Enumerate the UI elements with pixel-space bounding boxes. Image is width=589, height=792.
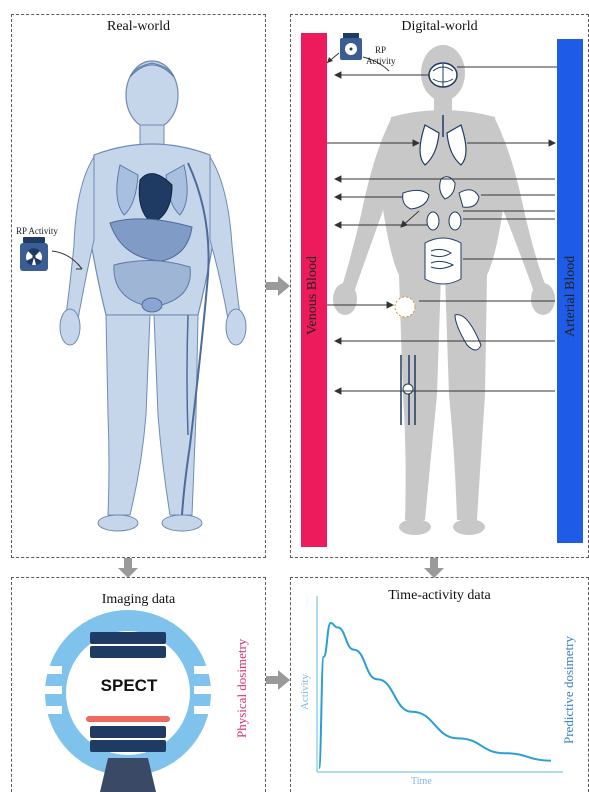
kidney-left-icon	[427, 212, 439, 230]
kidney-right-icon	[449, 212, 461, 230]
digital-body-model	[291, 15, 589, 557]
arrow-right-top	[266, 276, 290, 296]
rp-activity-label-real: RP Activity	[16, 226, 58, 236]
time-activity-chart	[291, 578, 589, 792]
physical-dosimetry-label: Physical dosimetry	[234, 639, 250, 738]
arrow-right-bottom	[266, 670, 290, 690]
digital-world-panel: Digital-world	[290, 14, 589, 558]
detector-head-bottom	[90, 726, 166, 738]
detector-head-top	[90, 632, 166, 644]
arterial-blood-label: Arterial Blood	[563, 256, 579, 337]
real-world-panel: Real-world RP Activity	[11, 14, 266, 558]
arrow-down-left	[118, 558, 138, 578]
arrow-down-right	[424, 558, 444, 578]
anatomical-body-illustration	[12, 15, 265, 557]
predictive-dosimetry-label: Predictive dosimetry	[561, 636, 577, 744]
time-activity-panel: Time-activity data Activity Time Predict…	[290, 577, 589, 792]
body-silhouette	[333, 45, 555, 535]
imaging-data-panel: Imaging data SPECT Physical dosimetry	[11, 577, 266, 792]
tumor-icon	[395, 297, 415, 317]
spect-label: SPECT	[94, 676, 164, 696]
rp-activity-label-digital-1: RP	[375, 45, 386, 55]
intestine-icon	[425, 238, 461, 284]
y-axis-label: Activity	[299, 674, 311, 710]
scanner-stand	[100, 758, 156, 792]
patient-bed	[86, 716, 170, 722]
activity-curve	[319, 623, 551, 768]
venous-blood-label: Venous Blood	[305, 256, 321, 335]
x-axis-label: Time	[411, 776, 432, 787]
rp-activity-label-digital-2: Activity	[366, 56, 396, 66]
